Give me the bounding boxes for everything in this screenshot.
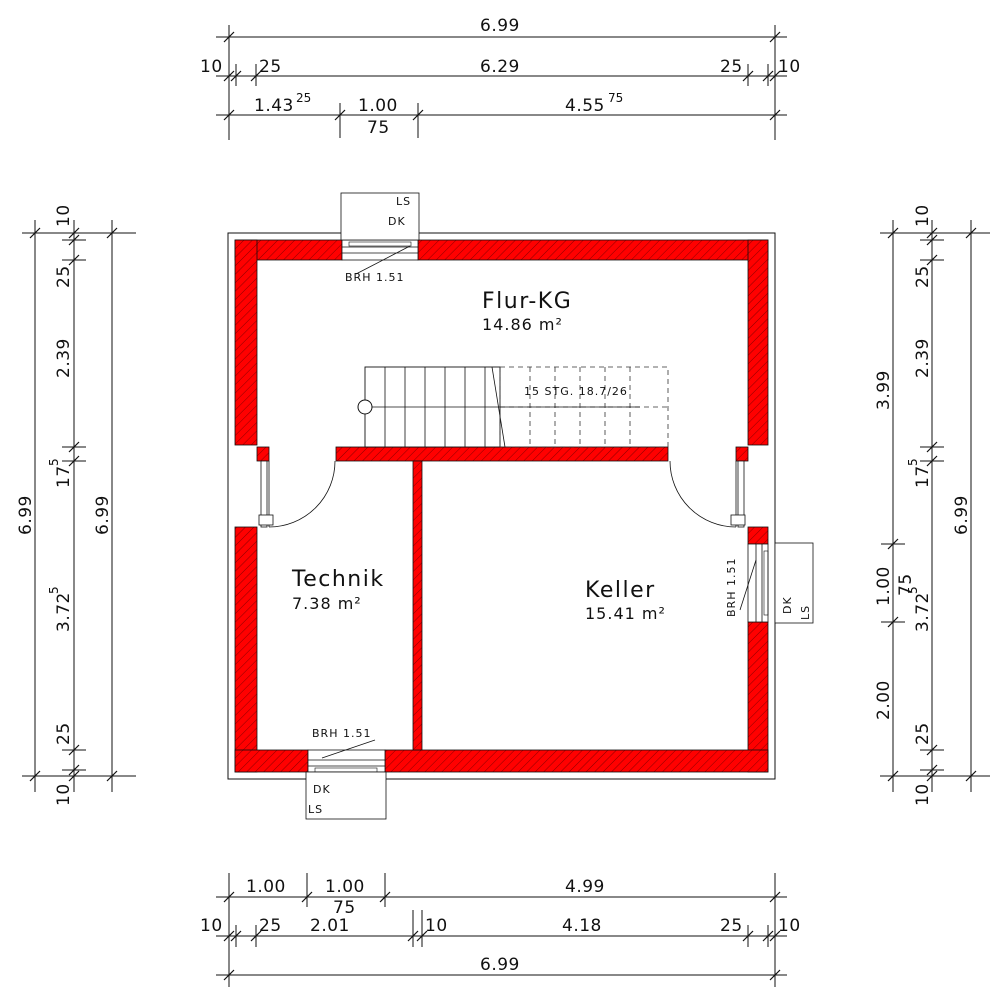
- wall-partition-vertical: [412, 460, 423, 751]
- dim-bottom-total: 6.99: [480, 955, 520, 975]
- dim-bottom-seg2-sub: 75: [333, 898, 356, 918]
- dim-right-upper-sum: 3.99: [874, 370, 894, 410]
- window-right-brh: BRH 1.51: [725, 558, 738, 617]
- stairs: [357, 366, 669, 448]
- dim-bottom-wall-left: 10: [200, 916, 223, 936]
- dim-left-lower-sup: 5: [47, 586, 61, 594]
- wall-right-lower: [747, 621, 769, 773]
- window-right-ls: LS: [799, 605, 812, 620]
- room-area-keller: 15.41 m²: [585, 604, 666, 623]
- dimensions-right: [880, 220, 990, 792]
- dim-right-wall-bottom2: 25: [913, 722, 933, 745]
- room-area-technik: 7.38 m²: [292, 594, 362, 613]
- dim-right-below-window: 2.00: [874, 680, 894, 720]
- wall-right-upper: [747, 239, 769, 446]
- dim-left-wall-top2: 25: [54, 265, 74, 288]
- window-top-brh: BRH 1.51: [345, 271, 404, 284]
- dim-right-wall-top2: 25: [913, 265, 933, 288]
- dim-right-window-sub: 75: [896, 573, 916, 596]
- wall-left-lower: [234, 526, 258, 773]
- wall-partition-horizontal: [335, 446, 669, 462]
- dim-bottom-wall-left2: 25: [259, 916, 282, 936]
- wall-left-upper: [234, 239, 258, 446]
- dim-right-wall-bottom: 10: [913, 783, 933, 806]
- dim-bottom-seg3: 4.99: [565, 877, 605, 897]
- wall-right-middle: [747, 526, 769, 545]
- wall-partition-left-stub: [256, 446, 270, 462]
- dim-right-flur: 2.39: [913, 338, 933, 378]
- dim-bottom-seg2: 1.00: [325, 877, 365, 897]
- window-top-sill-box: [340, 192, 420, 241]
- dim-top-wall-left2: 25: [259, 57, 282, 77]
- door-left: [258, 460, 336, 528]
- dim-right-lower-sup: 5: [906, 586, 920, 594]
- dim-top-seg2: 1.00: [358, 96, 398, 116]
- dim-top-wall-left: 10: [200, 57, 223, 77]
- walls: [227, 232, 776, 780]
- dim-left-total-inner: 6.99: [93, 495, 113, 535]
- dim-bottom-wall-right: 10: [778, 916, 801, 936]
- stair-start-marker: [357, 399, 373, 415]
- dim-top-seg1-sup: 25: [296, 91, 311, 105]
- wall-top-right: [417, 239, 769, 261]
- window-bottom: [305, 739, 387, 820]
- window-top: [340, 192, 420, 275]
- dim-top-total: 6.99: [480, 16, 520, 36]
- stair-label: 15 STG. 18.7/26: [524, 385, 628, 398]
- wall-bottom-right: [384, 749, 769, 773]
- dim-right-wall-top: 10: [913, 204, 933, 227]
- dim-left-wall-bottom: 10: [54, 783, 74, 806]
- dim-bottom-technik: 2.01: [310, 916, 350, 936]
- door-right: [669, 460, 746, 528]
- dim-right-partition: 17: [913, 465, 933, 488]
- dimensions-bottom: [216, 873, 787, 987]
- dimensions-top: [216, 25, 787, 140]
- dimensions-left: [22, 220, 136, 792]
- room-area-flur: 14.86 m²: [482, 315, 563, 334]
- window-bottom-brh: BRH 1.51: [312, 727, 371, 740]
- window-top-dk: DK: [388, 215, 406, 228]
- dim-left-wall-top: 10: [54, 204, 74, 227]
- dim-top-seg3: 4.55: [565, 96, 605, 116]
- window-right-dk: DK: [781, 596, 794, 614]
- dim-top-seg1: 1.43: [254, 96, 294, 116]
- dim-top-inner: 6.29: [480, 57, 520, 77]
- dim-left-wall-bottom2: 25: [54, 722, 74, 745]
- dim-bottom-wall-right2: 25: [720, 916, 743, 936]
- room-name-technik: Technik: [291, 567, 385, 592]
- dim-right-window: 1.00: [874, 566, 894, 606]
- dim-top-seg2-sub: 75: [367, 118, 390, 138]
- dim-left-flur: 2.39: [54, 338, 74, 378]
- dim-top-seg3-sup: 75: [608, 91, 623, 105]
- window-bottom-dk: DK: [313, 783, 331, 796]
- dim-top-wall-right2: 25: [720, 57, 743, 77]
- room-name-flur: Flur-KG: [482, 289, 572, 314]
- wall-bottom-left: [234, 749, 309, 773]
- dim-right-total: 6.99: [952, 495, 972, 535]
- dim-bottom-seg1: 1.00: [246, 877, 286, 897]
- dim-right-lower: 3.72: [913, 592, 933, 632]
- room-name-keller: Keller: [585, 578, 656, 603]
- dim-top-wall-right: 10: [778, 57, 801, 77]
- dim-left-lower: 3.72: [54, 592, 74, 632]
- dim-bottom-partition: 10: [425, 916, 448, 936]
- dim-left-total-outer: 6.99: [16, 495, 36, 535]
- wall-partition-right-stub: [735, 446, 749, 462]
- window-top-ls: LS: [396, 195, 411, 208]
- dim-left-partition: 17: [54, 465, 74, 488]
- outer-plaster-outline: [227, 232, 776, 780]
- window-right: [739, 542, 814, 624]
- window-right-sill-box: [774, 542, 814, 624]
- window-bottom-sill-box: [305, 771, 387, 820]
- dim-right-partition-sup: 5: [906, 458, 920, 466]
- dim-bottom-keller: 4.18: [562, 916, 602, 936]
- dim-left-partition-sup: 5: [47, 458, 61, 466]
- window-bottom-ls: LS: [308, 803, 323, 816]
